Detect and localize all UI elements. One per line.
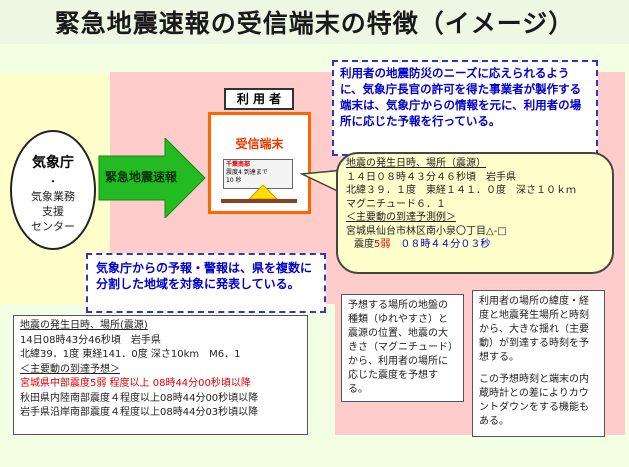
sample-line: 14日08時43分46秒頃 岩手県 (20, 334, 161, 346)
bubble-intensity-value: 5弱 (374, 239, 391, 250)
sample-line: 北緯39．1度 東経141．0度 深さ10km M6．1 (20, 349, 241, 360)
jma-sub: ・ 気象業務 支援 センター (12, 174, 94, 234)
bubble-arrival-time: ０８時４４分０３秒 (400, 239, 491, 250)
title-bar (0, 0, 629, 44)
page-title: 緊急地震速報の受信端末の特徴（イメージ） (54, 9, 575, 38)
bubble-heading: 地震の発生日時、場所（震源） (346, 158, 486, 169)
explain-arrival-p2: この予想時刻と端末の内蔵時計との差によりカウントダウンをする機能もある。 (479, 374, 589, 427)
device-screen-title: 千葉南部 (226, 161, 251, 168)
jma-sub-line: 気象業務 (31, 190, 75, 203)
eew-arrow: 緊急地震速報 (97, 136, 207, 220)
device-screen-line: 震度4 到達まで (226, 169, 268, 176)
jma-name: 気象庁 (32, 155, 74, 171)
sample-sub-heading: ＜主要動の到達予想＞ (20, 363, 120, 375)
jma-sub-line: 支援 (42, 205, 64, 218)
explain-arrival: 利用者の場所の緯度・経度と地震発生場所と時刻から、大きな揺れ（主要動）が到達する… (472, 290, 605, 437)
explain-arrival-p1: 利用者の場所の緯度・経度と地震発生場所と時刻から、大きな揺れ（主要動）が到達する… (479, 296, 589, 363)
cabinet-icon (221, 185, 297, 203)
sample-red-line: 宮城県中部震度5弱 程度以上 08時44分00秒頃以降 (20, 378, 251, 389)
bubble-sub-heading: ＜主要動の到達予測例＞ (346, 212, 456, 223)
jma-node: 気象庁 ・ 気象業務 支援 センター (10, 130, 96, 250)
top-note: 利用者の地震防災のニーズに応えられるように、気象庁長官の許可を得た事業者が製作す… (332, 60, 598, 156)
bubble-text: 地震の発生日時、場所（震源） １４日０８時４３分４６秒頃 岩手県 北緯３９．１度… (346, 157, 576, 252)
bubble-line: １４日０８時４３分４６秒頃 岩手県 (346, 171, 516, 183)
bubble-intensity-row: 震度5弱 ０８時４４分０３秒 (346, 238, 576, 252)
speech-bubble: 地震の発生日時、場所（震源） １４日０８時４３分４６秒頃 岩手県 北緯３９．１度… (336, 152, 614, 274)
tip-note: 気象庁からの予報・警報は、県を複数に分割した地域を対象に発表している。 (86, 253, 326, 313)
bubble-intensity-prefix: 震度 (354, 239, 374, 250)
sample-heading: 地震の発生日時、場所(震源) (20, 320, 148, 331)
arrow-icon (98, 136, 206, 220)
terminal-label: 受信端末 (235, 137, 284, 151)
sample-line: 岩手県沿岸南部震度４程度以上08時44分03秒頃以降 (20, 407, 259, 418)
sample-line: 秋田県内陸南部震度４程度以上08時44分00秒頃以降 (20, 392, 259, 404)
arrow-label: 緊急地震速報 (105, 170, 178, 184)
terminal-box: 受信端末 千葉南部 震度4 到達まで 10 秒 (208, 112, 311, 214)
device-screen: 千葉南部 震度4 到達まで 10 秒 (223, 159, 293, 189)
user-label: 利 用 者 (224, 88, 294, 110)
bubble-place: 宮城県仙台市林区南小泉〇丁目△-□ (346, 225, 507, 237)
bubble-line: 北緯３９．１度 東経１４１．０度 深さ１０ｋｍ (346, 185, 576, 196)
bubble-line: マグニチュード６．１ (346, 198, 446, 210)
sample-message: 地震の発生日時、場所(震源) 14日08時43分46秒頃 岩手県 北緯39．1度… (13, 315, 308, 435)
explain-intensity: 予想する場所の地盤の種類（ゆれやすさ）と震源の位置、地震の大きさ（マグニチュード… (341, 294, 464, 402)
jma-sub-line: センター (31, 220, 75, 233)
device-screen-line: 10 秒 (226, 177, 242, 184)
jma-sub-line: ・ (47, 175, 59, 188)
